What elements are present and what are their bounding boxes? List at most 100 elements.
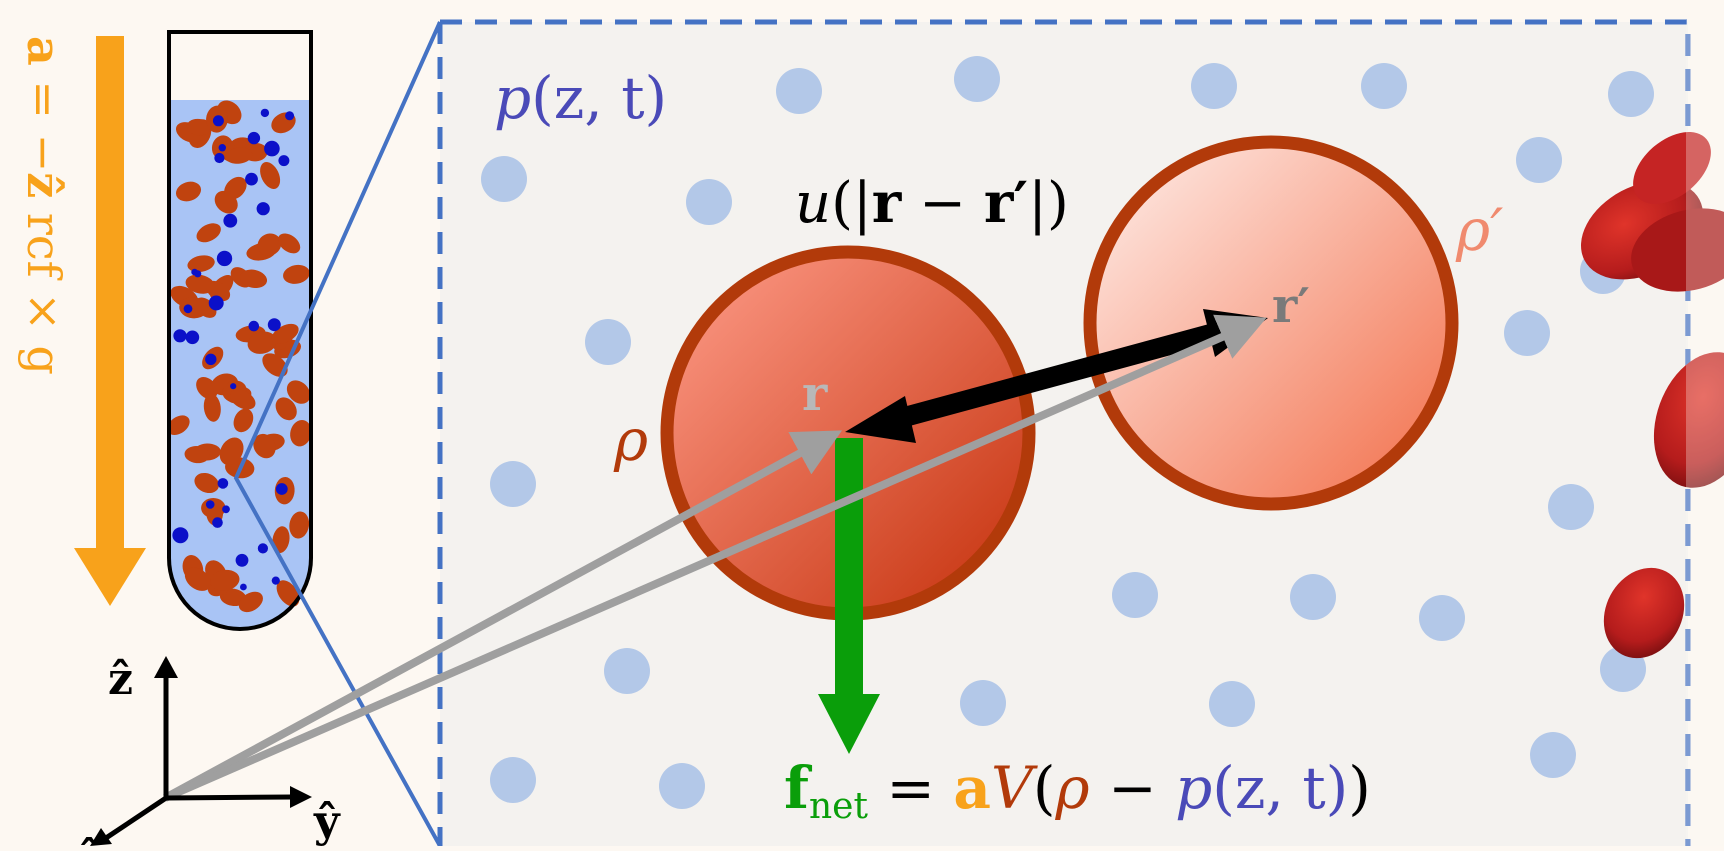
potential-label: u(|r − r′|) bbox=[795, 170, 1069, 236]
tube-red-particle bbox=[289, 511, 310, 539]
solvent-dots bbox=[481, 56, 1654, 809]
tube-blue-particle bbox=[260, 108, 270, 118]
tube-blue-particle bbox=[205, 500, 215, 509]
tube-red-particle bbox=[196, 223, 221, 243]
solvent-dot bbox=[1112, 572, 1158, 618]
tube-blue-particle bbox=[248, 320, 260, 332]
tube-red-particle bbox=[283, 264, 310, 284]
tube-red-particle bbox=[210, 569, 240, 591]
solvent-dot bbox=[1608, 71, 1654, 117]
solvent-dot bbox=[776, 68, 822, 114]
solvent-dot bbox=[490, 461, 536, 507]
tube-blue-particle bbox=[183, 304, 193, 314]
zoom-panel bbox=[440, 22, 1688, 851]
tube-red-particle bbox=[175, 181, 202, 202]
axis-y-label: ŷ bbox=[313, 796, 341, 846]
tube-blue-particle bbox=[214, 152, 225, 164]
axis-y-head bbox=[290, 786, 312, 808]
tube-blue-particle bbox=[275, 483, 288, 495]
solvent-dot bbox=[1290, 574, 1336, 620]
tube-blue-particle bbox=[173, 329, 187, 343]
tube-blue-particle bbox=[257, 543, 268, 554]
solvent-dot bbox=[490, 757, 536, 803]
tube-red-particle bbox=[257, 233, 282, 256]
tube-blue-particle bbox=[205, 353, 217, 365]
axis-z-label: ẑ bbox=[108, 654, 133, 705]
tube-blue-particle bbox=[240, 583, 247, 591]
tube-red-particle bbox=[238, 591, 263, 613]
tube-blue-particle bbox=[256, 202, 270, 216]
tube-red-particle bbox=[219, 437, 244, 466]
pressure-label: p(z, t) bbox=[494, 64, 667, 132]
tube-blue-particle bbox=[264, 140, 280, 157]
tube-blue-particle bbox=[172, 527, 189, 544]
solvent-dot bbox=[960, 680, 1006, 726]
position-vector-r bbox=[163, 430, 843, 802]
tube-red-particle bbox=[179, 297, 208, 319]
tube-red-particle bbox=[272, 526, 290, 554]
tube-blue-particle bbox=[222, 505, 230, 514]
acceleration-label: a = −ẑ rcf × g bbox=[17, 36, 71, 375]
tube-red-particle bbox=[233, 408, 254, 433]
interaction-head-left bbox=[845, 396, 916, 443]
solvent-dot bbox=[954, 56, 1000, 102]
rho-label: ρ bbox=[613, 406, 648, 474]
tube-red-particle bbox=[184, 446, 210, 464]
tube-red-particle bbox=[275, 397, 297, 421]
acceleration-arrow bbox=[74, 36, 146, 606]
tube-blue-particle bbox=[194, 270, 202, 278]
tube-blue-particle bbox=[245, 172, 258, 186]
solvent-dot bbox=[1530, 732, 1576, 778]
red-blood-cells bbox=[1581, 131, 1724, 659]
r-prime-label: r′ bbox=[1272, 278, 1310, 334]
tube-blue-particle bbox=[267, 318, 281, 332]
tube-blue-particle bbox=[235, 553, 249, 567]
tube-red-particle bbox=[224, 176, 247, 200]
red-blood-cell bbox=[1603, 567, 1685, 659]
tube-red-particle bbox=[247, 331, 277, 354]
tube-red-particle bbox=[225, 147, 253, 164]
position-vector-r-prime bbox=[163, 314, 1267, 802]
solvent-dot bbox=[1209, 681, 1255, 727]
net-force-arrow bbox=[818, 438, 880, 754]
solvent-dot bbox=[1419, 595, 1465, 641]
tube-blue-particle bbox=[212, 517, 223, 528]
tube-red-particle bbox=[290, 420, 312, 447]
tube-red-particle bbox=[262, 353, 288, 377]
tube-outline bbox=[167, 30, 313, 631]
tube-blue-particle bbox=[285, 111, 295, 121]
tube-particles bbox=[167, 100, 312, 613]
tube-blue-particle bbox=[185, 330, 200, 345]
red-blood-cell bbox=[1653, 352, 1724, 488]
zoom-panel-border bbox=[437, 19, 1691, 846]
solvent-dot bbox=[585, 319, 631, 365]
net-force-equation: fnet = aV(ρ − p(z, t)) bbox=[784, 754, 1371, 827]
tube-blue-particle bbox=[271, 576, 280, 585]
tube-red-particle bbox=[167, 415, 190, 435]
tube-blue-particle bbox=[230, 383, 237, 390]
tube-red-particle bbox=[194, 472, 219, 494]
tube-red-particle bbox=[186, 118, 211, 136]
rho-prime-label: ρ′ bbox=[1455, 196, 1503, 264]
tube-blue-particle bbox=[216, 250, 233, 267]
solvent-dot bbox=[1548, 484, 1594, 530]
tube-red-particle bbox=[277, 233, 301, 254]
tube-red-particle bbox=[286, 380, 311, 404]
axis-x-label: x̂ bbox=[76, 832, 103, 846]
cell-clip-overlay bbox=[1686, 20, 1724, 846]
coordinate-axes bbox=[104, 674, 293, 841]
solvent-dot bbox=[1516, 137, 1562, 183]
solvent-dot bbox=[1191, 63, 1237, 109]
solvent-dot bbox=[1504, 310, 1550, 356]
tube-red-particle bbox=[276, 580, 300, 607]
tube-red-particle bbox=[187, 255, 215, 273]
axis-x-head bbox=[90, 828, 112, 846]
tube-blue-particle bbox=[223, 213, 238, 228]
solvent-dot bbox=[686, 179, 732, 225]
tube-red-particle bbox=[253, 433, 276, 459]
tube-blue-particle bbox=[247, 131, 261, 145]
tube-blue-particle bbox=[217, 478, 229, 489]
test-tube bbox=[167, 30, 313, 631]
